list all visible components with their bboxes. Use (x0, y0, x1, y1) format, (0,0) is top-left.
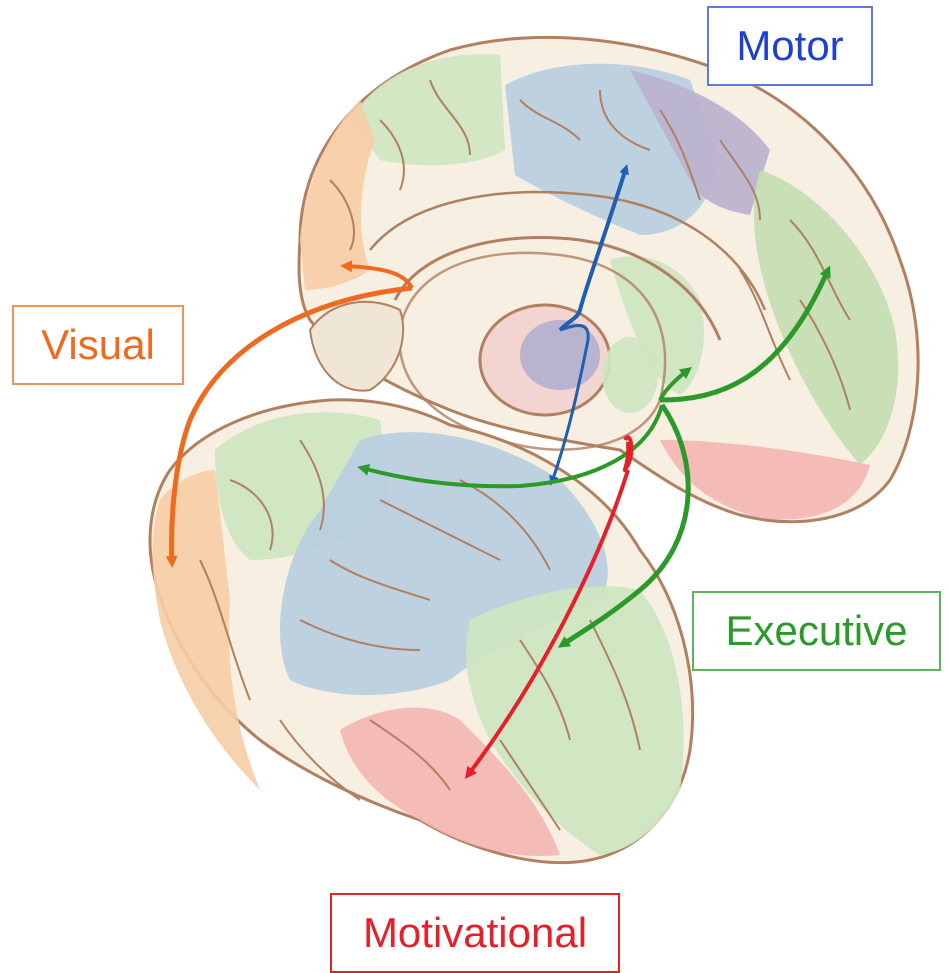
motivational-label: Motivational (330, 893, 620, 973)
motor-label: Motor (707, 6, 873, 86)
motor-label-text: Motor (736, 25, 843, 67)
visual-label-text: Visual (41, 324, 155, 366)
region-frontal-green (350, 54, 505, 165)
executive-label: Executive (692, 591, 941, 671)
executive-label-text: Executive (725, 610, 907, 652)
motivational-label-text: Motivational (363, 912, 587, 954)
visual-label: Visual (12, 305, 184, 385)
striatum (602, 337, 658, 413)
